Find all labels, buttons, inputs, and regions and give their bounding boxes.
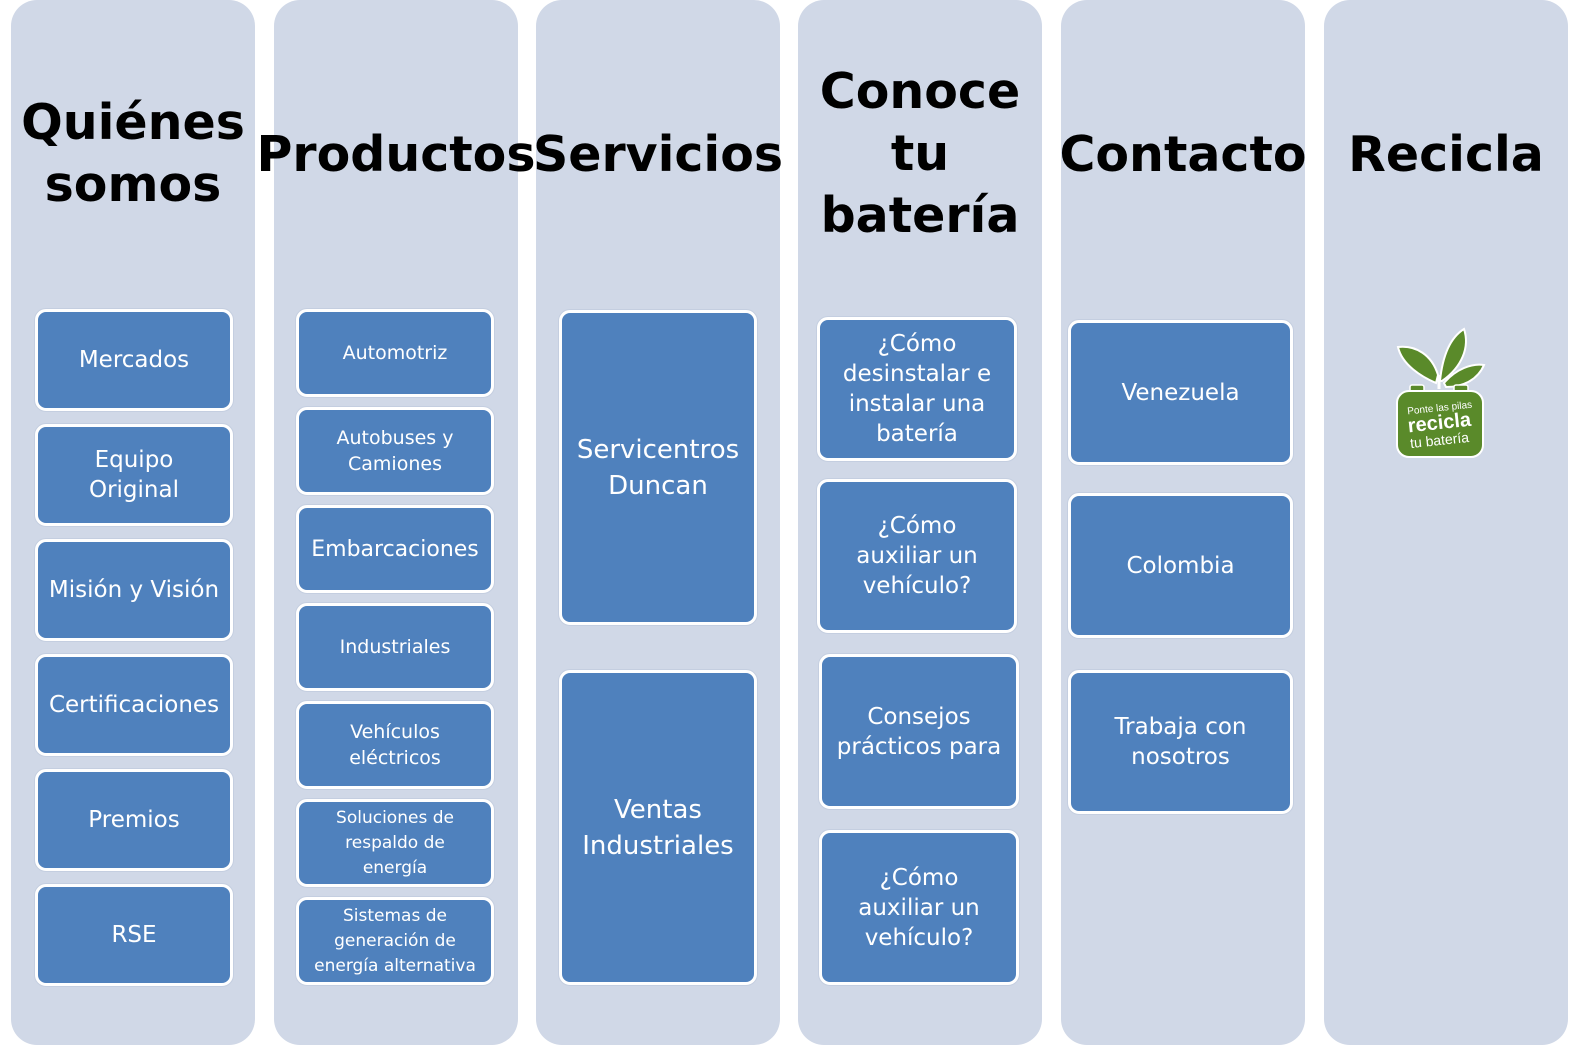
menu-item-mision-vision[interactable]: Misión y Visión	[35, 539, 233, 641]
menu-item-mercados[interactable]: Mercados	[35, 309, 233, 411]
column-title: Servicios	[532, 126, 784, 183]
column-contacto: Contacto Venezuela Colombia Trabaja con …	[1059, 0, 1307, 1045]
menu-item-sistemas-generacion[interactable]: Sistemas de generación de energía altern…	[296, 897, 494, 985]
menu-item-rse[interactable]: RSE	[35, 884, 233, 986]
column-servicios: Servicios Servicentros Duncan Ventas Ind…	[532, 0, 784, 1045]
menu-item-auxiliar-vehiculo-2[interactable]: ¿Cómo auxiliar un vehículo?	[819, 830, 1019, 985]
menu-item-trabaja-con-nosotros[interactable]: Trabaja con nosotros	[1068, 670, 1293, 814]
menu-item-vehiculos-electricos[interactable]: Vehículos eléctricos	[296, 701, 494, 789]
menu-item-automotriz[interactable]: Automotriz	[296, 309, 494, 397]
column-recicla: Recicla Ponte las pilas recicla tu bater…	[1324, 0, 1568, 1045]
menu-item-ventas-industriales[interactable]: Ventas Industriales	[559, 670, 757, 985]
menu-item-consejos-practicos[interactable]: Consejos prácticos para	[819, 654, 1019, 809]
menu-item-certificaciones[interactable]: Certificaciones	[35, 654, 233, 756]
column-title: Quiénes somos	[21, 94, 245, 213]
menu-item-desinstalar-instalar-bateria[interactable]: ¿Cómo desinstalar e instalar una batería	[817, 317, 1017, 461]
menu-item-industriales[interactable]: Industriales	[296, 603, 494, 691]
column-title: Productos	[256, 126, 536, 183]
logo-text-line-3: tu batería	[1409, 429, 1470, 451]
menu-item-soluciones-respaldo[interactable]: Soluciones de respaldo de energía	[296, 799, 494, 887]
menu-item-servicentros-duncan[interactable]: Servicentros Duncan	[559, 310, 757, 625]
column-title: Recicla	[1348, 126, 1544, 183]
recycle-battery-logo-icon[interactable]: Ponte las pilas recicla tu batería	[1392, 325, 1488, 459]
menu-item-venezuela[interactable]: Venezuela	[1068, 320, 1293, 465]
column-conoce-tu-bateria: Conoce tu batería ¿Cómo desinstalar e in…	[798, 0, 1042, 1045]
column-productos: Productos Automotriz Autobuses y Camione…	[256, 0, 536, 1045]
menu-item-embarcaciones[interactable]: Embarcaciones	[296, 505, 494, 593]
menu-item-colombia[interactable]: Colombia	[1068, 493, 1293, 638]
column-title: Contacto	[1059, 126, 1307, 183]
column-title: Conoce tu batería	[819, 63, 1021, 244]
menu-item-equipo-original[interactable]: Equipo Original	[35, 424, 233, 526]
menu-item-autobuses-camiones[interactable]: Autobuses y Camiones	[296, 407, 494, 495]
column-quienes-somos: Quiénes somos Mercados Equipo Original M…	[11, 0, 255, 1045]
menu-item-premios[interactable]: Premios	[35, 769, 233, 871]
menu-item-auxiliar-vehiculo[interactable]: ¿Cómo auxiliar un vehículo?	[817, 479, 1017, 633]
